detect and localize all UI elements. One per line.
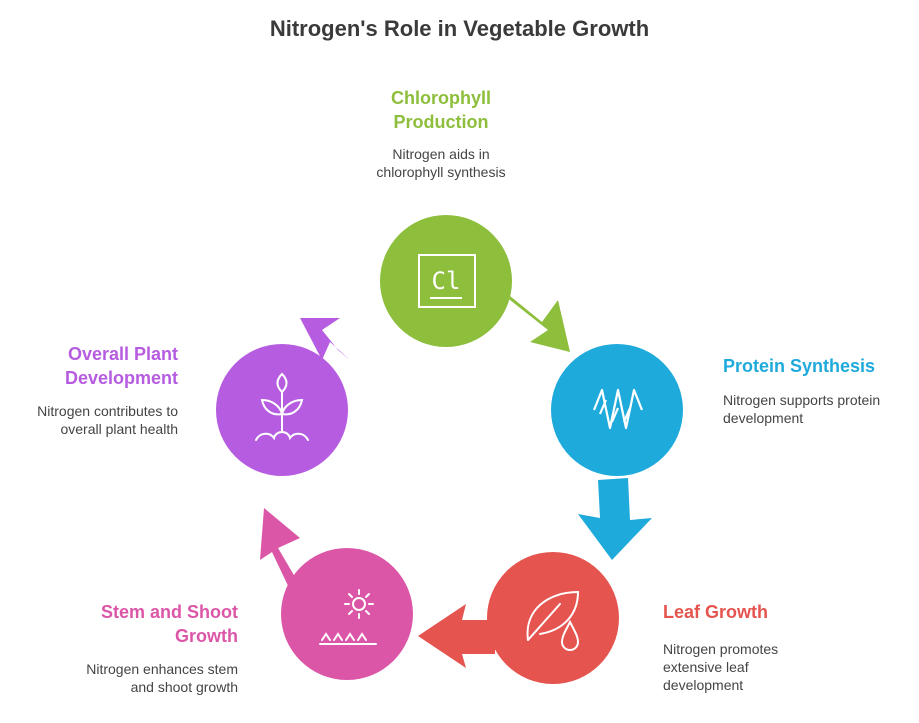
step-stem-desc-line2: and shoot growth (130, 679, 238, 695)
step-overall-label: Overall Plant Development (20, 342, 178, 390)
step-protein-desc: Nitrogen supports protein development (723, 391, 913, 427)
step-protein-label-line1: Protein Synthesis (723, 356, 876, 376)
arrow-green-to-blue (505, 292, 570, 352)
step-overall-desc-line1: Nitrogen contributes to (37, 403, 178, 419)
step-protein-desc-line1: Nitrogen supports protein (723, 392, 881, 408)
step-leaf-label: Leaf Growth (663, 600, 863, 624)
step-overall-desc-line2: overall plant health (60, 421, 178, 437)
step-leaf-label-line1: Leaf Growth (663, 602, 769, 622)
step-stem-desc: Nitrogen enhances stem and shoot growth (20, 660, 238, 696)
step-leaf-desc-line1: Nitrogen promotes (663, 641, 779, 657)
step-chlorophyll-desc: Nitrogen aids in chlorophyll synthesis (341, 145, 541, 181)
arrow-blue-to-red (578, 478, 652, 560)
step-stem-label: Stem and Shoot Growth (40, 600, 238, 648)
circle-chlorophyll (380, 215, 512, 347)
step-chlorophyll-label: Chlorophyll Production (341, 86, 541, 134)
step-leaf-desc-line2: extensive leaf (663, 659, 749, 675)
step-stem-label-line1: Stem and Shoot (100, 602, 238, 622)
step-protein-label: Protein Synthesis (723, 354, 913, 378)
step-overall-label-line1: Overall Plant (67, 344, 178, 364)
leaf-drop-icon (526, 590, 580, 651)
chlorine-element-icon: Cl (418, 254, 476, 308)
sun-sprouts-icon (319, 589, 377, 645)
diagram-title: Nitrogen's Role in Vegetable Growth (269, 16, 650, 41)
protein-helix-icon (592, 388, 644, 430)
step-protein-desc-line2: development (723, 410, 804, 426)
step-chlorophyll-label-line2: Production (393, 112, 489, 132)
step-stem-desc-line1: Nitrogen enhances stem (86, 661, 238, 677)
step-leaf-desc: Nitrogen promotes extensive leaf develop… (663, 640, 863, 694)
circle-stem (281, 548, 413, 680)
step-chlorophyll-desc-line2: chlorophyll synthesis (376, 164, 506, 180)
plant-sprout-icon (255, 372, 309, 441)
arrow-purple-to-green (300, 318, 350, 360)
step-leaf-desc-line3: development (663, 677, 744, 693)
step-overall-label-line2: Development (64, 368, 178, 388)
circle-leaf (487, 552, 619, 684)
step-overall-desc: Nitrogen contributes to overall plant he… (10, 402, 178, 438)
step-stem-label-line2: Growth (175, 626, 238, 646)
chlorine-symbol: Cl (432, 267, 461, 295)
arrow-pink-to-purple (260, 508, 300, 590)
step-chlorophyll-label-line1: Chlorophyll (391, 88, 491, 108)
arrow-red-to-pink (418, 604, 495, 668)
step-chlorophyll-desc-line1: Nitrogen aids in (392, 146, 490, 162)
